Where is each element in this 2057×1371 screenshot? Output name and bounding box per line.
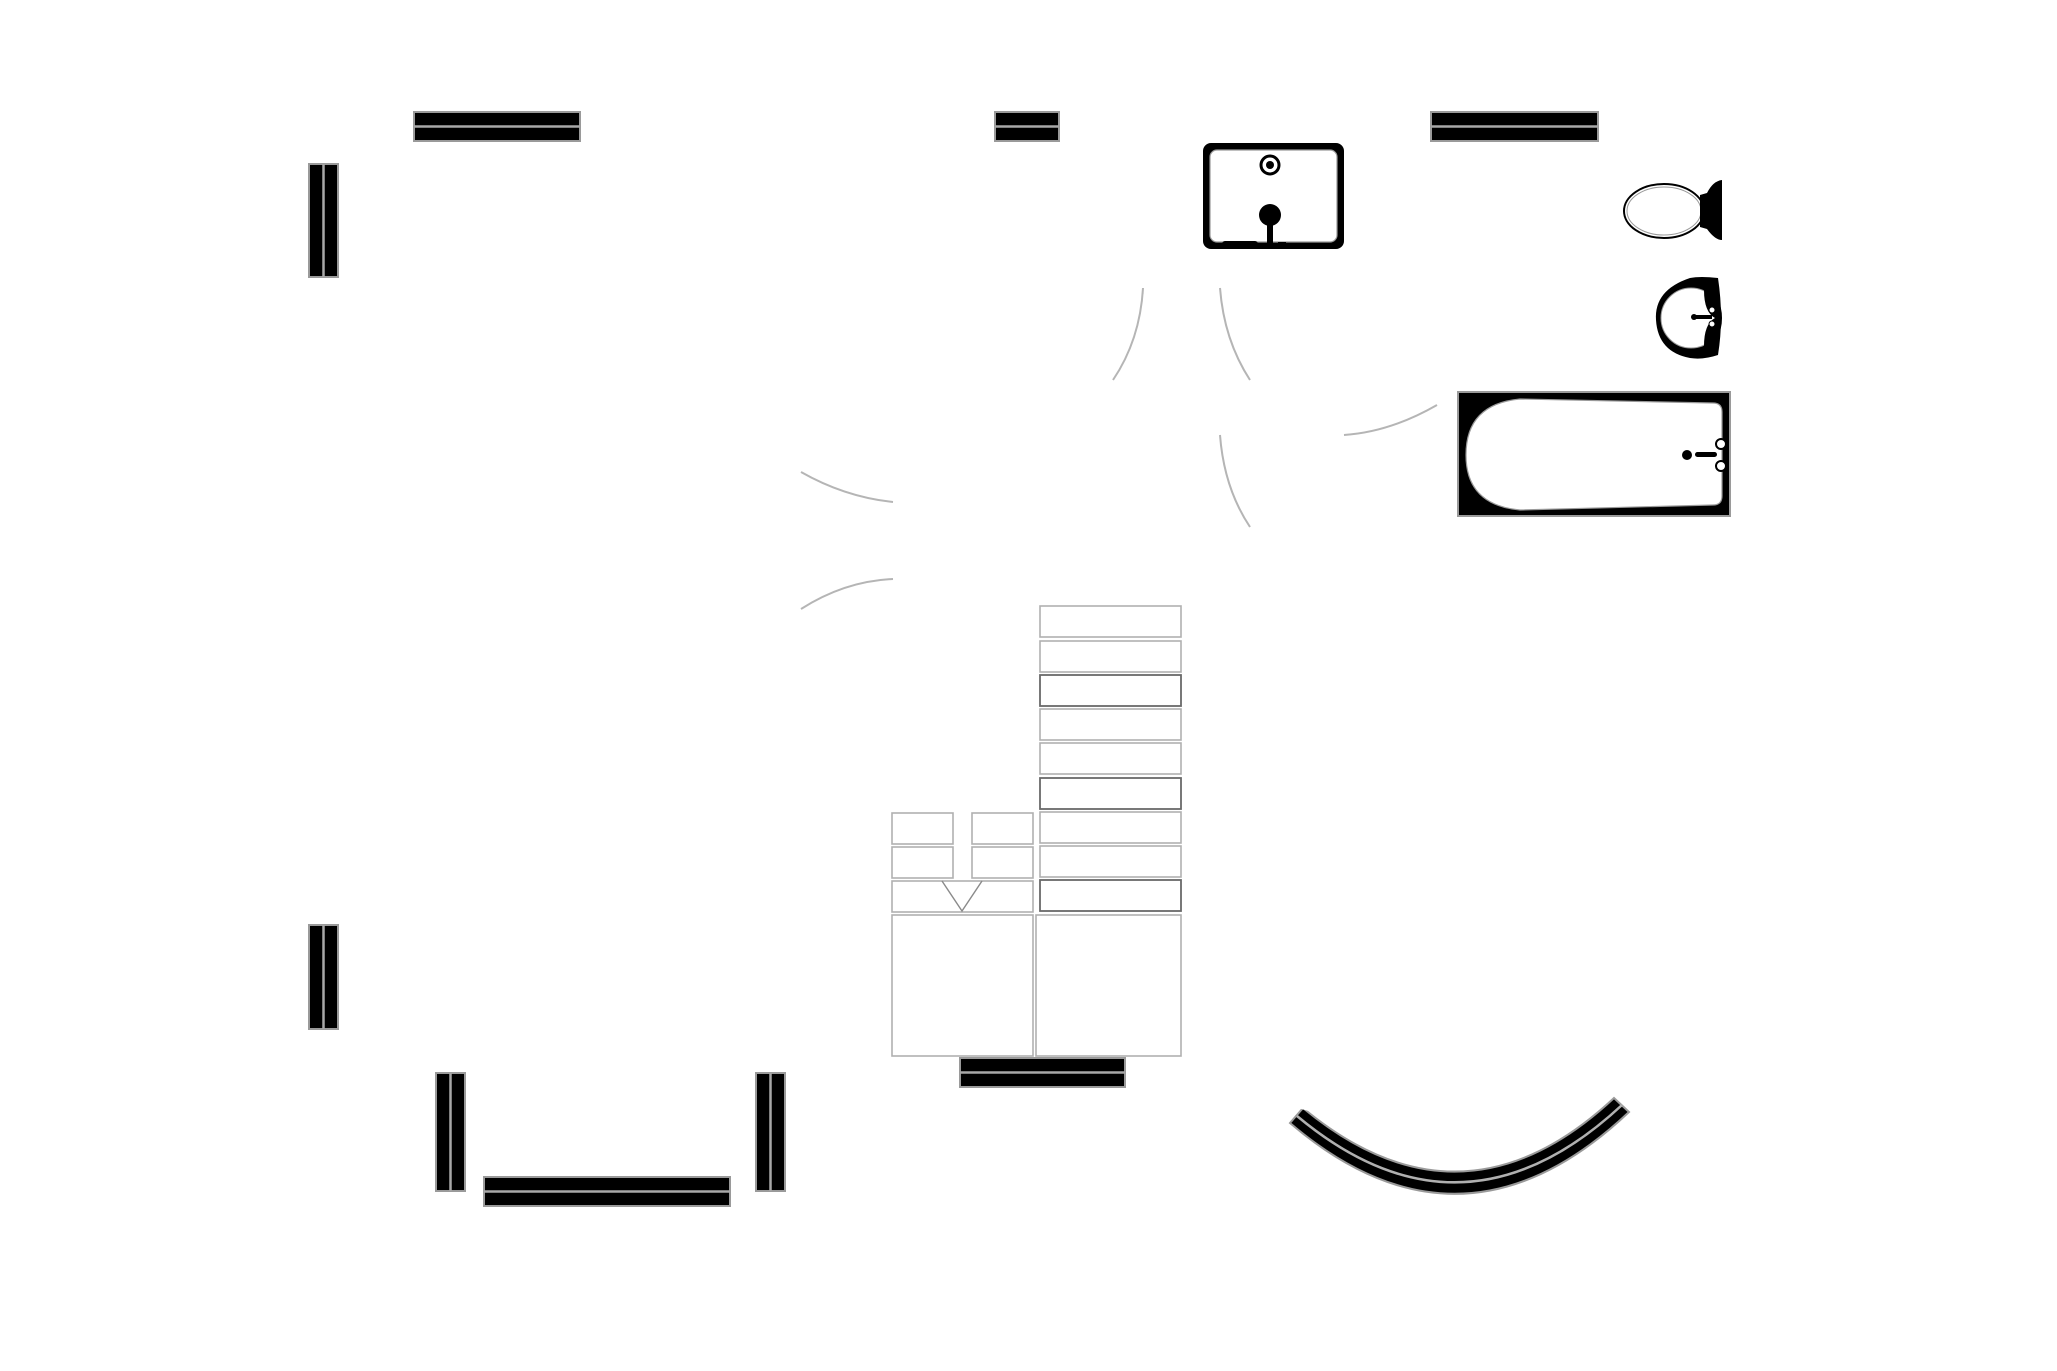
wall-bottom-left <box>483 1176 731 1207</box>
wall-bottom-left-post <box>435 1072 466 1192</box>
cabinet-unit <box>971 846 1034 879</box>
wall-top-right <box>1430 111 1599 142</box>
door-swing-arc <box>1219 434 1251 528</box>
cabinet-unit <box>1039 742 1182 775</box>
toilet <box>1623 180 1722 240</box>
cabinet-unit <box>1039 811 1182 844</box>
base-cabinet <box>891 914 1034 1057</box>
door-swing-arc <box>1343 404 1438 436</box>
cabinet-unit <box>1039 640 1182 673</box>
cabinet-unit <box>971 812 1034 845</box>
kitchen-sink <box>1203 143 1344 249</box>
cabinet-unit <box>891 812 954 845</box>
wall-left-upper <box>308 163 339 278</box>
walls <box>308 111 1599 1207</box>
wall-bottom-center <box>959 1057 1126 1088</box>
wall-curved <box>1288 1096 1631 1195</box>
door-swing-arc <box>800 578 894 610</box>
drain-icon <box>1682 450 1692 460</box>
cabinet-unit <box>1039 708 1182 741</box>
wall-top-left <box>413 111 581 142</box>
cabinet-unit <box>891 846 954 879</box>
base-cabinet <box>1035 914 1182 1057</box>
cabinet-unit <box>1039 605 1182 638</box>
corner-cabinet <box>891 880 1034 913</box>
door-swing-arc <box>1112 287 1144 381</box>
wall-bottom-right-post <box>755 1072 786 1192</box>
cabinet-unit <box>1039 845 1182 878</box>
wall-left-lower <box>308 924 339 1030</box>
cabinet-unit <box>1039 879 1182 912</box>
door-swings <box>800 287 1438 610</box>
faucet-icon <box>1259 204 1281 226</box>
wall-top-center <box>994 111 1060 142</box>
cabinet-unit <box>1039 777 1182 810</box>
bathtub <box>1457 391 1731 517</box>
door-swing-arc <box>1219 287 1251 381</box>
wall-basin <box>1655 277 1722 359</box>
cabinets <box>891 605 1182 1057</box>
cabinet-unit <box>1039 674 1182 707</box>
door-swing-arc <box>800 471 894 503</box>
